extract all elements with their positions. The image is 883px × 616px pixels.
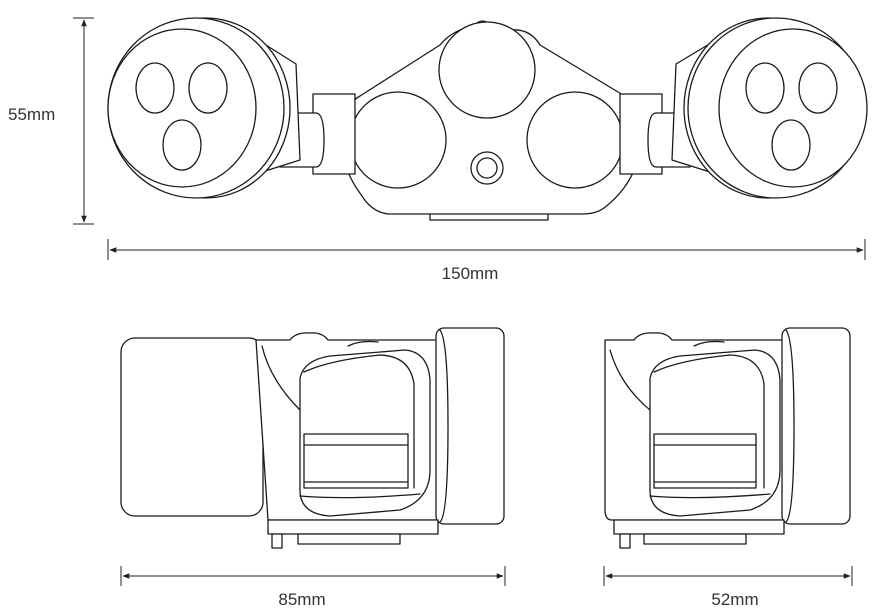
left-spotlight (107, 17, 291, 199)
right-spotlight (683, 17, 868, 199)
height-label: 55mm (8, 105, 55, 124)
sensor-lens-right (526, 91, 624, 189)
side-view-single (604, 327, 851, 549)
side-single-label: 52mm (711, 590, 758, 609)
led-left-2 (188, 62, 228, 114)
led-right-2 (798, 62, 838, 114)
front-view (107, 17, 868, 221)
lamp-head-side (120, 337, 264, 517)
side-dual-dimension: 85mm (120, 566, 506, 609)
height-dimension: 55mm (8, 17, 94, 225)
pir-window-single (653, 433, 757, 489)
mount-plate-dual (435, 327, 505, 525)
led-right-1 (745, 62, 785, 114)
side-single-dimension: 52mm (603, 566, 853, 609)
led-right-3 (771, 119, 811, 171)
sensor-body (340, 20, 643, 221)
mount-plate-single (781, 327, 851, 525)
led-left-3 (162, 119, 202, 171)
led-left-1 (135, 62, 175, 114)
width-label: 150mm (442, 264, 499, 283)
sensor-lens-left (349, 91, 447, 189)
side-dual-label: 85mm (278, 590, 325, 609)
pir-window-dual (303, 433, 409, 489)
light-sensor-eye (476, 157, 498, 179)
sensor-lens-top (438, 21, 536, 119)
width-dimension: 150mm (107, 239, 866, 283)
side-view-dual (120, 327, 505, 549)
